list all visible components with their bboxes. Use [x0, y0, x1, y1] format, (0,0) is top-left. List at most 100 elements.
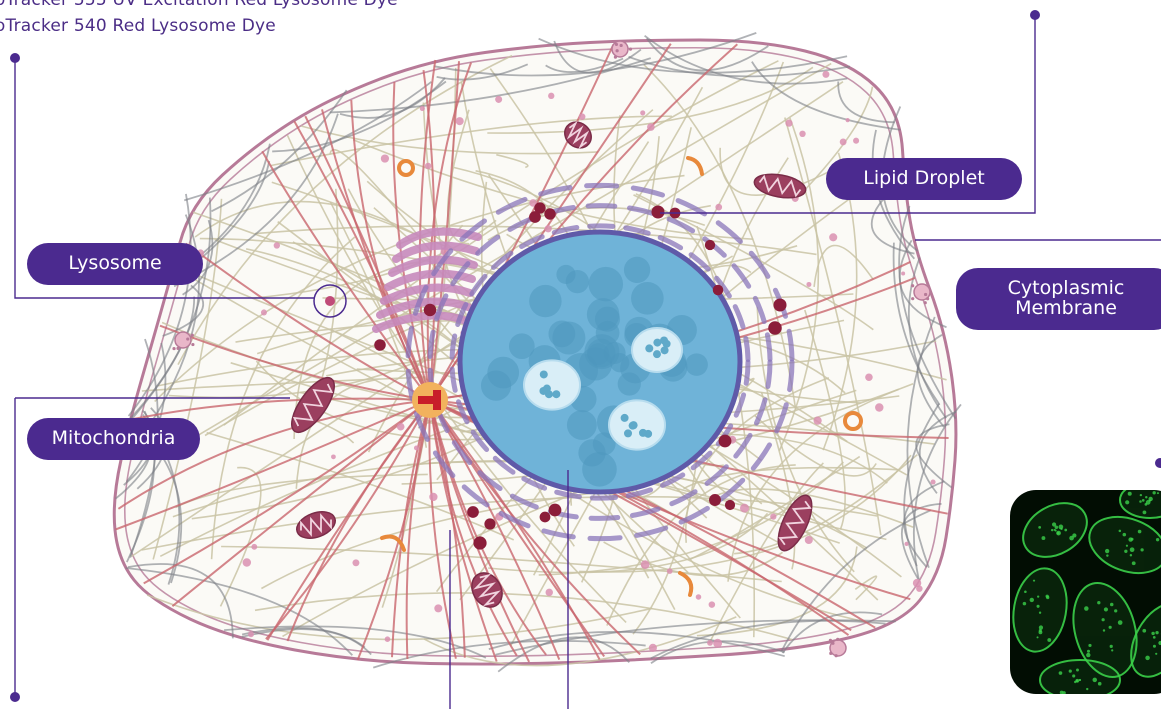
vesicle	[713, 639, 722, 648]
vesicle	[579, 113, 586, 120]
vesicle	[420, 106, 425, 111]
stained-puncta	[1139, 500, 1142, 503]
chromatin	[631, 282, 664, 315]
vesicle	[331, 454, 336, 459]
stained-puncta	[1037, 596, 1039, 598]
membrane-particle	[829, 652, 832, 655]
vesicle	[649, 644, 657, 652]
stained-puncta	[1153, 636, 1156, 639]
stained-puncta	[1110, 603, 1114, 607]
nucleolus-granule	[653, 339, 661, 347]
membrane-particle	[191, 343, 194, 346]
stained-puncta	[1140, 548, 1143, 551]
stained-puncta	[1086, 688, 1088, 690]
lipid-droplet	[713, 285, 723, 295]
lipid-droplet	[705, 240, 715, 250]
nucleolus-granule	[661, 346, 669, 354]
stained-puncta	[1104, 607, 1108, 611]
vesicle	[904, 542, 908, 546]
vesicle	[274, 242, 280, 248]
chromatin	[529, 285, 561, 317]
labeled-cell	[1010, 564, 1073, 656]
chromatin	[509, 333, 535, 359]
membrane-particle	[835, 654, 838, 657]
vesicle	[770, 513, 776, 519]
membrane-particle	[620, 44, 623, 47]
stained-puncta	[1109, 626, 1112, 629]
lipid-droplet-leader-dot	[1030, 10, 1040, 20]
nucleolus-granule	[629, 422, 637, 430]
vesicle	[385, 636, 391, 642]
vesicle	[414, 446, 419, 451]
er-segment	[588, 206, 615, 207]
cytoplasmic-membrane-label[interactable]: Cytoplasmic Membrane	[956, 268, 1161, 330]
nucleolus	[632, 328, 682, 372]
lipid-droplet-label[interactable]: Lipid Droplet	[826, 158, 1022, 200]
mitochondria-leader-dot	[10, 692, 20, 702]
er-segment	[768, 362, 770, 387]
chromatin	[604, 342, 626, 364]
fluorescence-micrograph[interactable]	[1010, 490, 1161, 694]
vesicle	[546, 589, 553, 596]
chromatin	[567, 410, 597, 440]
stained-puncta	[1128, 492, 1132, 496]
stained-puncta	[1155, 653, 1157, 655]
vesicle	[548, 93, 554, 99]
membrane-particle	[186, 337, 189, 340]
lipid-droplet	[529, 211, 541, 223]
stained-puncta	[1105, 549, 1109, 553]
lysosome-label[interactable]: Lysosome	[27, 243, 203, 285]
er-segment	[430, 332, 433, 356]
stained-puncta	[1030, 598, 1034, 602]
nucleolus-granule	[653, 350, 661, 358]
er-segment	[789, 331, 792, 359]
membrane-pit	[612, 41, 628, 57]
stained-puncta	[1153, 645, 1156, 648]
er-segment	[590, 226, 613, 227]
lipid-droplet	[725, 500, 735, 510]
vesicle	[434, 604, 442, 612]
vesicle	[822, 71, 829, 78]
vesicle	[709, 601, 715, 607]
stained-puncta	[1079, 679, 1081, 681]
chromatin	[487, 357, 519, 389]
stained-puncta	[1086, 653, 1090, 657]
stained-puncta	[1047, 638, 1051, 642]
stained-puncta	[1033, 580, 1035, 582]
er-segment	[746, 362, 748, 383]
vesicle	[641, 560, 650, 569]
mitochondria-label[interactable]: Mitochondria	[27, 418, 200, 460]
vesicle	[243, 558, 251, 566]
stained-puncta	[1111, 649, 1113, 651]
vesicle	[901, 272, 905, 276]
stained-puncta	[1037, 605, 1040, 608]
membrane-particle	[176, 347, 179, 350]
stained-puncta	[1124, 550, 1127, 553]
er-segment	[452, 336, 455, 357]
vesicle	[545, 225, 552, 232]
lipid-droplet-label-text: Lipid Droplet	[863, 169, 984, 189]
stained-puncta	[1110, 645, 1113, 648]
membrane-particle	[172, 347, 175, 350]
stained-puncta	[1054, 529, 1056, 531]
stained-puncta	[1087, 650, 1090, 653]
micrograph-image	[1010, 490, 1161, 694]
stained-puncta	[1126, 545, 1128, 547]
stained-puncta	[1098, 682, 1102, 686]
stained-puncta	[1102, 618, 1105, 621]
nucleolus	[524, 360, 580, 409]
vesicle	[696, 594, 702, 600]
chromatin	[566, 270, 589, 293]
lipid-droplet	[544, 208, 555, 219]
membrane-particle	[926, 297, 929, 300]
stained-puncta	[1024, 590, 1027, 593]
lipid-droplet	[651, 205, 664, 218]
stained-puncta	[1123, 533, 1127, 537]
vesicle	[785, 120, 792, 127]
membrane-particle	[911, 297, 914, 300]
vesicle	[799, 131, 805, 137]
stained-puncta	[1148, 497, 1152, 501]
vesicle	[846, 118, 850, 122]
nucleolus-granule	[624, 429, 632, 437]
membrane-label-line-2: Membrane	[1015, 299, 1117, 319]
